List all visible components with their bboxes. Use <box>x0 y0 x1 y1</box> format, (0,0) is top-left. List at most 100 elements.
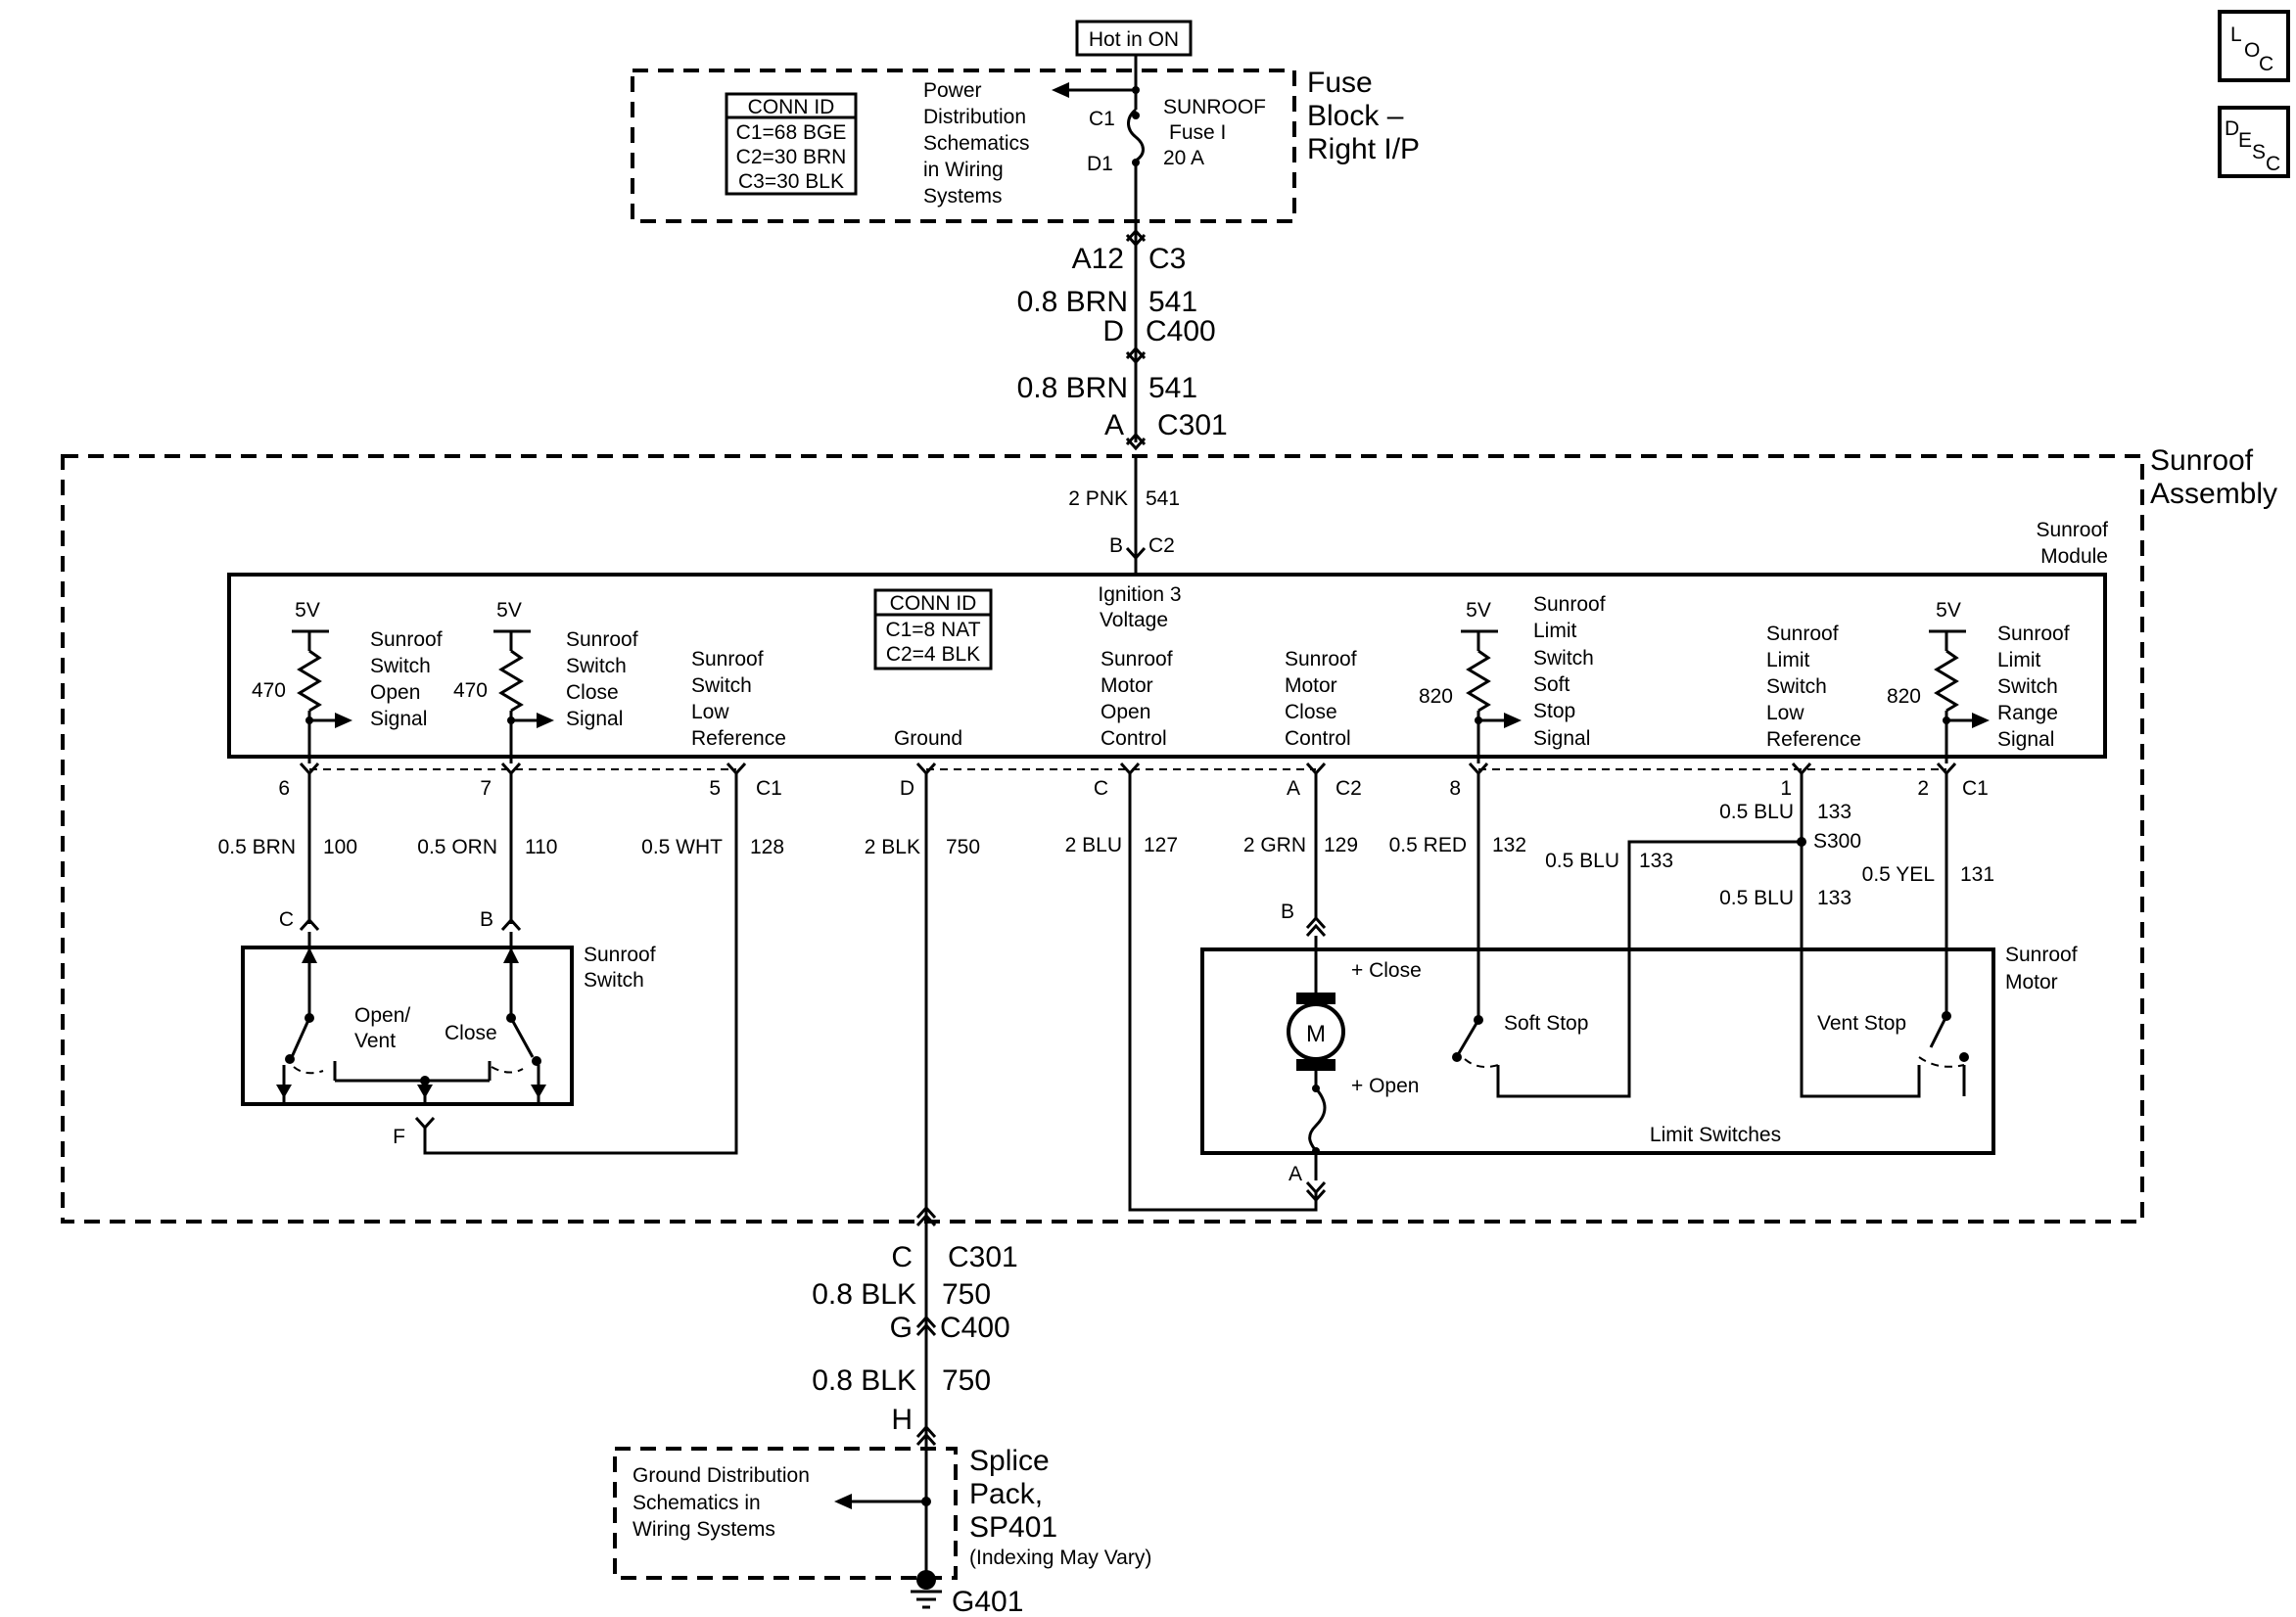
svg-text:C3=30 BLK: C3=30 BLK <box>738 170 844 193</box>
svg-text:100: 100 <box>323 836 357 858</box>
svg-text:Switch: Switch <box>1533 647 1594 670</box>
svg-text:Close: Close <box>566 681 619 704</box>
svg-text:L: L <box>2230 23 2242 46</box>
svg-text:127: 127 <box>1144 834 1178 856</box>
svg-text:0.8 BRN: 0.8 BRN <box>1017 286 1128 318</box>
svg-text:+ Close: + Close <box>1351 959 1422 982</box>
svg-text:C400: C400 <box>940 1312 1010 1344</box>
svg-text:Limit: Limit <box>1533 620 1577 642</box>
svg-text:0.5 BLU: 0.5 BLU <box>1545 850 1619 872</box>
svg-text:750: 750 <box>942 1278 991 1311</box>
svg-text:D: D <box>900 777 914 800</box>
svg-text:Low: Low <box>1766 702 1804 724</box>
svg-text:(Indexing May Vary): (Indexing May Vary) <box>969 1547 1151 1569</box>
svg-text:Systems: Systems <box>923 185 1003 208</box>
svg-text:H: H <box>891 1404 913 1436</box>
svg-text:Close: Close <box>1285 701 1337 723</box>
svg-text:CONN ID: CONN ID <box>748 96 835 118</box>
svg-text:CONN ID: CONN ID <box>890 592 977 615</box>
svg-text:C301: C301 <box>1157 409 1228 441</box>
svg-text:133: 133 <box>1639 850 1673 872</box>
svg-text:470: 470 <box>453 679 488 702</box>
module-pins: 6 7 5 C1 D C A C2 8 1 2 C1 <box>278 777 1989 800</box>
svg-text:C1=68 BGE: C1=68 BGE <box>736 121 847 144</box>
sunroof-assembly-boundary <box>61 454 2144 1224</box>
svg-text:Pack,: Pack, <box>969 1478 1043 1510</box>
pullup-close: 5V 470 <box>453 599 554 763</box>
svg-text:Power: Power <box>923 79 982 102</box>
svg-text:133: 133 <box>1817 801 1851 823</box>
close-signal-label: Sunroof Switch Close Signal <box>566 628 638 730</box>
svg-text:+ Open: + Open <box>1351 1075 1419 1097</box>
svg-text:C1=8 NAT: C1=8 NAT <box>885 619 980 641</box>
svg-text:Distribution: Distribution <box>923 106 1026 128</box>
svg-text:0.5 RED: 0.5 RED <box>1389 834 1467 856</box>
svg-text:750: 750 <box>942 1364 991 1397</box>
svg-text:750: 750 <box>946 836 980 858</box>
ground-distribution-ref[interactable]: Ground Distribution Schematics in Wiring… <box>633 1464 810 1541</box>
svg-text:Open: Open <box>1101 701 1150 723</box>
svg-text:820: 820 <box>1419 685 1453 708</box>
close-label: Close <box>445 1022 497 1044</box>
svg-text:Open/: Open/ <box>354 1004 410 1027</box>
svg-text:C: C <box>2266 153 2280 175</box>
fuse-block-title: Fuse Block – Right I/P <box>1307 67 1420 165</box>
svg-text:131: 131 <box>1960 863 1994 886</box>
pullup-open: 5V 470 <box>252 599 352 763</box>
ignition-voltage-label: Ignition 3 Voltage <box>1098 583 1181 631</box>
svg-text:SUNROOF: SUNROOF <box>1163 96 1266 118</box>
svg-text:5V: 5V <box>1936 599 1961 622</box>
svg-text:820: 820 <box>1887 685 1921 708</box>
desc-icon[interactable]: D E S C <box>2218 106 2290 178</box>
svg-text:2 BLU: 2 BLU <box>1065 834 1122 856</box>
svg-text:Reference: Reference <box>1766 728 1861 751</box>
sunroof-motor-title: Sunroof Motor <box>2005 944 2078 993</box>
svg-text:Range: Range <box>1997 702 2058 724</box>
svg-text:Switch: Switch <box>566 655 627 677</box>
svg-text:Hot in ON: Hot in ON <box>1089 28 1179 51</box>
svg-text:C1: C1 <box>1089 108 1115 130</box>
svg-text:Voltage: Voltage <box>1100 609 1168 631</box>
svg-text:Ignition 3: Ignition 3 <box>1098 583 1181 606</box>
svg-text:Switch: Switch <box>584 969 644 992</box>
svg-text:C: C <box>279 908 294 931</box>
svg-text:Sunroof: Sunroof <box>584 944 656 966</box>
limit-low-reference-label: Sunroof Limit Switch Low Reference <box>1766 623 1861 751</box>
pullup-range: 5V 820 <box>1887 599 1990 763</box>
pullup-soft-stop: 5V 820 <box>1419 599 1522 763</box>
loc-icon[interactable]: L O C <box>2218 10 2290 82</box>
svg-text:0.5 BLU: 0.5 BLU <box>1719 801 1794 823</box>
svg-text:B: B <box>1281 901 1294 923</box>
svg-text:Stop: Stop <box>1533 700 1575 722</box>
svg-text:A12: A12 <box>1072 243 1124 275</box>
svg-text:C2=4 BLK: C2=4 BLK <box>886 643 980 666</box>
power-distribution-ref[interactable]: Power Distribution Schematics in Wiring … <box>923 79 1030 208</box>
svg-text:132: 132 <box>1492 834 1526 856</box>
svg-text:Motor: Motor <box>2005 971 2058 993</box>
svg-text:7: 7 <box>480 777 492 800</box>
svg-text:Limit: Limit <box>1997 649 2041 671</box>
circuit-128-wire <box>423 773 738 1155</box>
wire-labels: 0.5 BRN 100 0.5 ORN 110 0.5 WHT 128 2 BL… <box>218 801 1994 909</box>
range-signal-label: Sunroof Limit Switch Range Signal <box>1997 623 2070 751</box>
svg-text:129: 129 <box>1324 834 1358 856</box>
svg-text:Sunroof: Sunroof <box>2036 519 2108 541</box>
module-title: Sunroof Module <box>2036 519 2108 568</box>
svg-text:Ground Distribution: Ground Distribution <box>633 1464 810 1487</box>
svg-text:Assembly: Assembly <box>2150 478 2277 510</box>
svg-text:Schematics in: Schematics in <box>633 1492 761 1514</box>
svg-text:O: O <box>2244 39 2260 62</box>
arrow-icon <box>834 1494 852 1509</box>
open-vent-label: Open/ Vent <box>354 1004 410 1052</box>
svg-text:A: A <box>1287 777 1300 800</box>
svg-text:B: B <box>1109 534 1123 557</box>
fuse-block-boundary <box>631 69 1296 223</box>
svg-text:Control: Control <box>1101 727 1167 750</box>
svg-text:Switch: Switch <box>691 674 752 697</box>
svg-text:G: G <box>890 1312 913 1344</box>
sunroof-assembly-title: Sunroof Assembly <box>2150 444 2277 510</box>
ground-g401-label: G401 <box>952 1586 1023 1617</box>
svg-text:Vent: Vent <box>354 1030 396 1052</box>
svg-text:Low: Low <box>691 701 729 723</box>
